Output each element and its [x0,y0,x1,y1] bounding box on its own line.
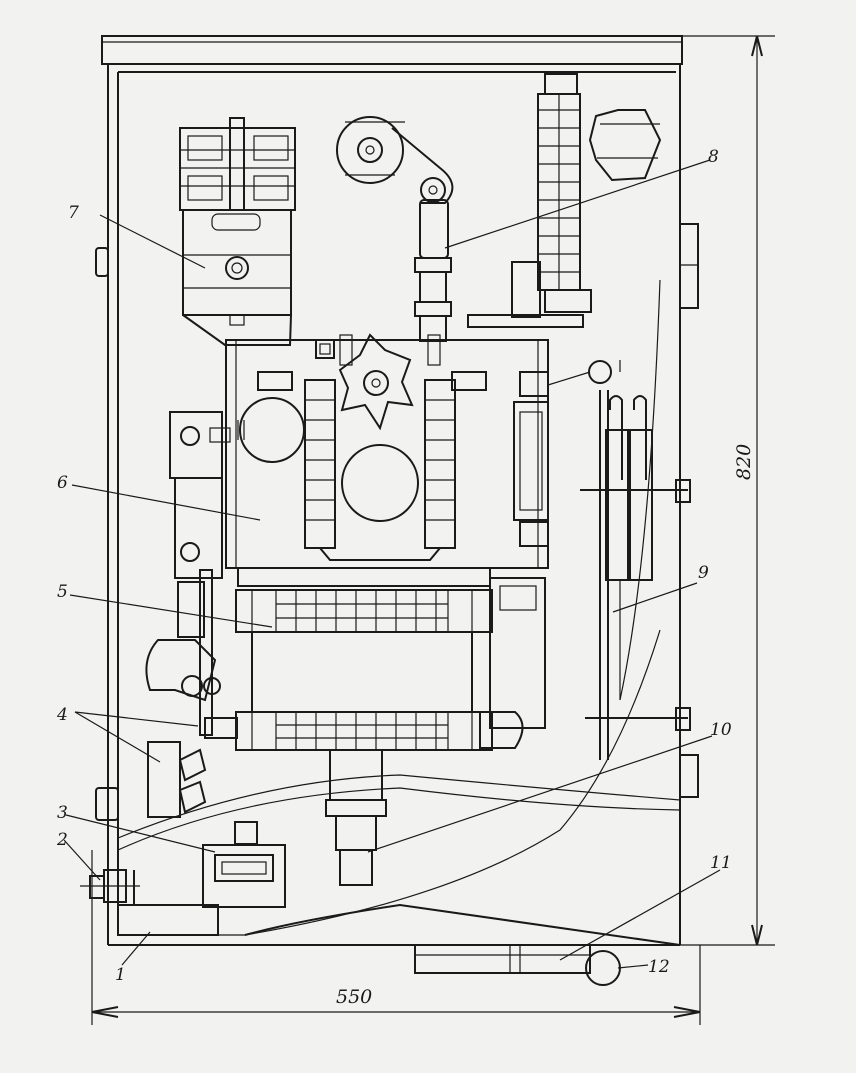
label-1: 1 [115,965,126,985]
label-5: 5 [57,582,68,602]
label-6: 6 [57,473,68,493]
label-11: 11 [710,853,732,873]
roller-12 [585,950,621,986]
label-4: 4 [56,705,68,725]
terminal-clamp-4 [95,741,207,821]
cables [117,629,681,936]
arc-chute-5 [145,567,546,751]
lever-linkage-8 [336,116,454,342]
dimension-lines [91,35,775,1025]
label-8: 8 [708,147,719,167]
label-12: 12 [648,957,670,977]
label-2: 2 [56,830,68,850]
motor-pump-7 [179,117,296,346]
base-rail-11 [414,944,591,974]
contactor-body-6 [169,333,621,579]
label-10: 10 [710,720,732,740]
label-7: 7 [68,203,79,223]
relay-3 [202,821,286,908]
dimension-height: 820 [733,444,755,480]
dimension-width: 550 [336,986,372,1008]
label-3: 3 [57,803,68,823]
ground-bolt-2 [80,869,140,905]
leader-lines [63,159,721,969]
cooling-column [467,73,662,328]
plunger-10 [325,749,387,886]
terminal-bars-9 [580,279,691,760]
label-9: 9 [698,563,709,583]
